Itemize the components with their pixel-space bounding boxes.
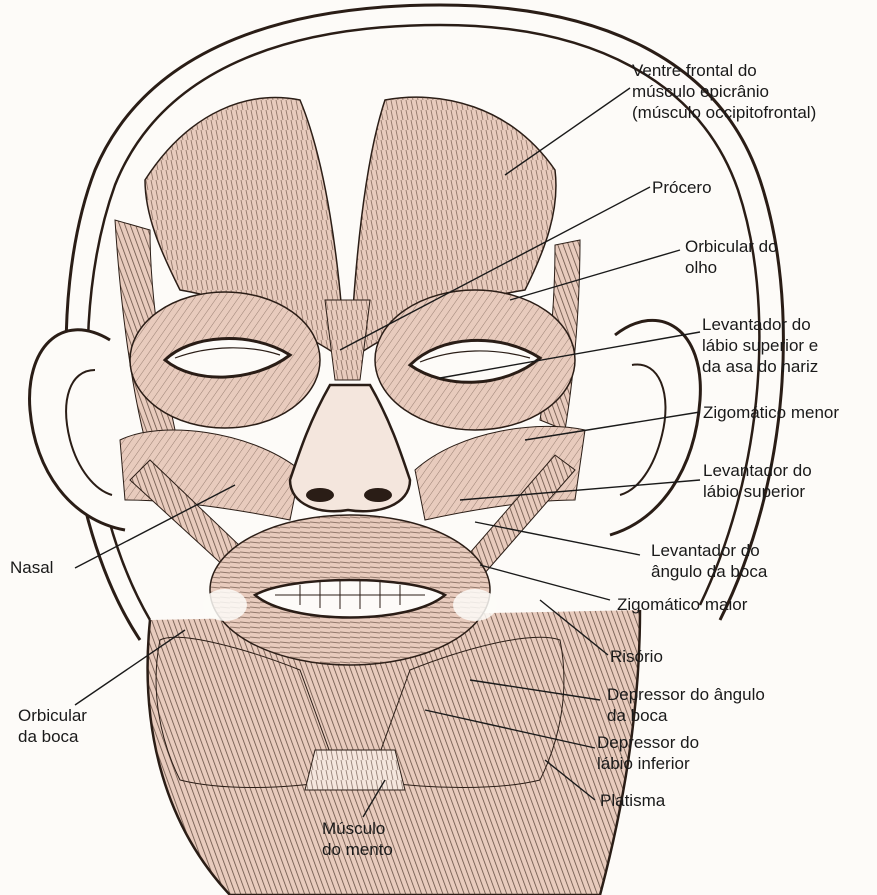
label-zigomatico-menor: Zigomático menor [703,402,839,423]
label-levantador-labio-asa: Levantador do lábio superior e da asa do… [702,314,818,377]
label-depressor-angulo: Depressor do ângulo da boca [607,684,765,726]
label-levantador-angulo: Levantador do ângulo da boca [651,540,767,582]
label-risorio: Risório [610,646,663,667]
label-levantador-labio-sup: Levantador do lábio superior [703,460,812,502]
label-ventre-frontal: Ventre frontal do músculo epicrânio (mús… [632,60,816,123]
label-zigomatico-maior: Zigomático maior [617,594,747,615]
label-orbicular-boca: Orbicular da boca [18,705,87,747]
label-orbicular-olho: Orbicular do olho [685,236,778,278]
label-musculo-mento: Músculo do mento [322,818,393,860]
left-ear [30,330,125,530]
label-platisma: Platisma [600,790,665,811]
label-depressor-labio-inf: Depressor do lábio inferior [597,732,699,774]
label-procero: Prócero [652,177,712,198]
right-ear [610,320,700,535]
label-nasal: Nasal [10,557,53,578]
